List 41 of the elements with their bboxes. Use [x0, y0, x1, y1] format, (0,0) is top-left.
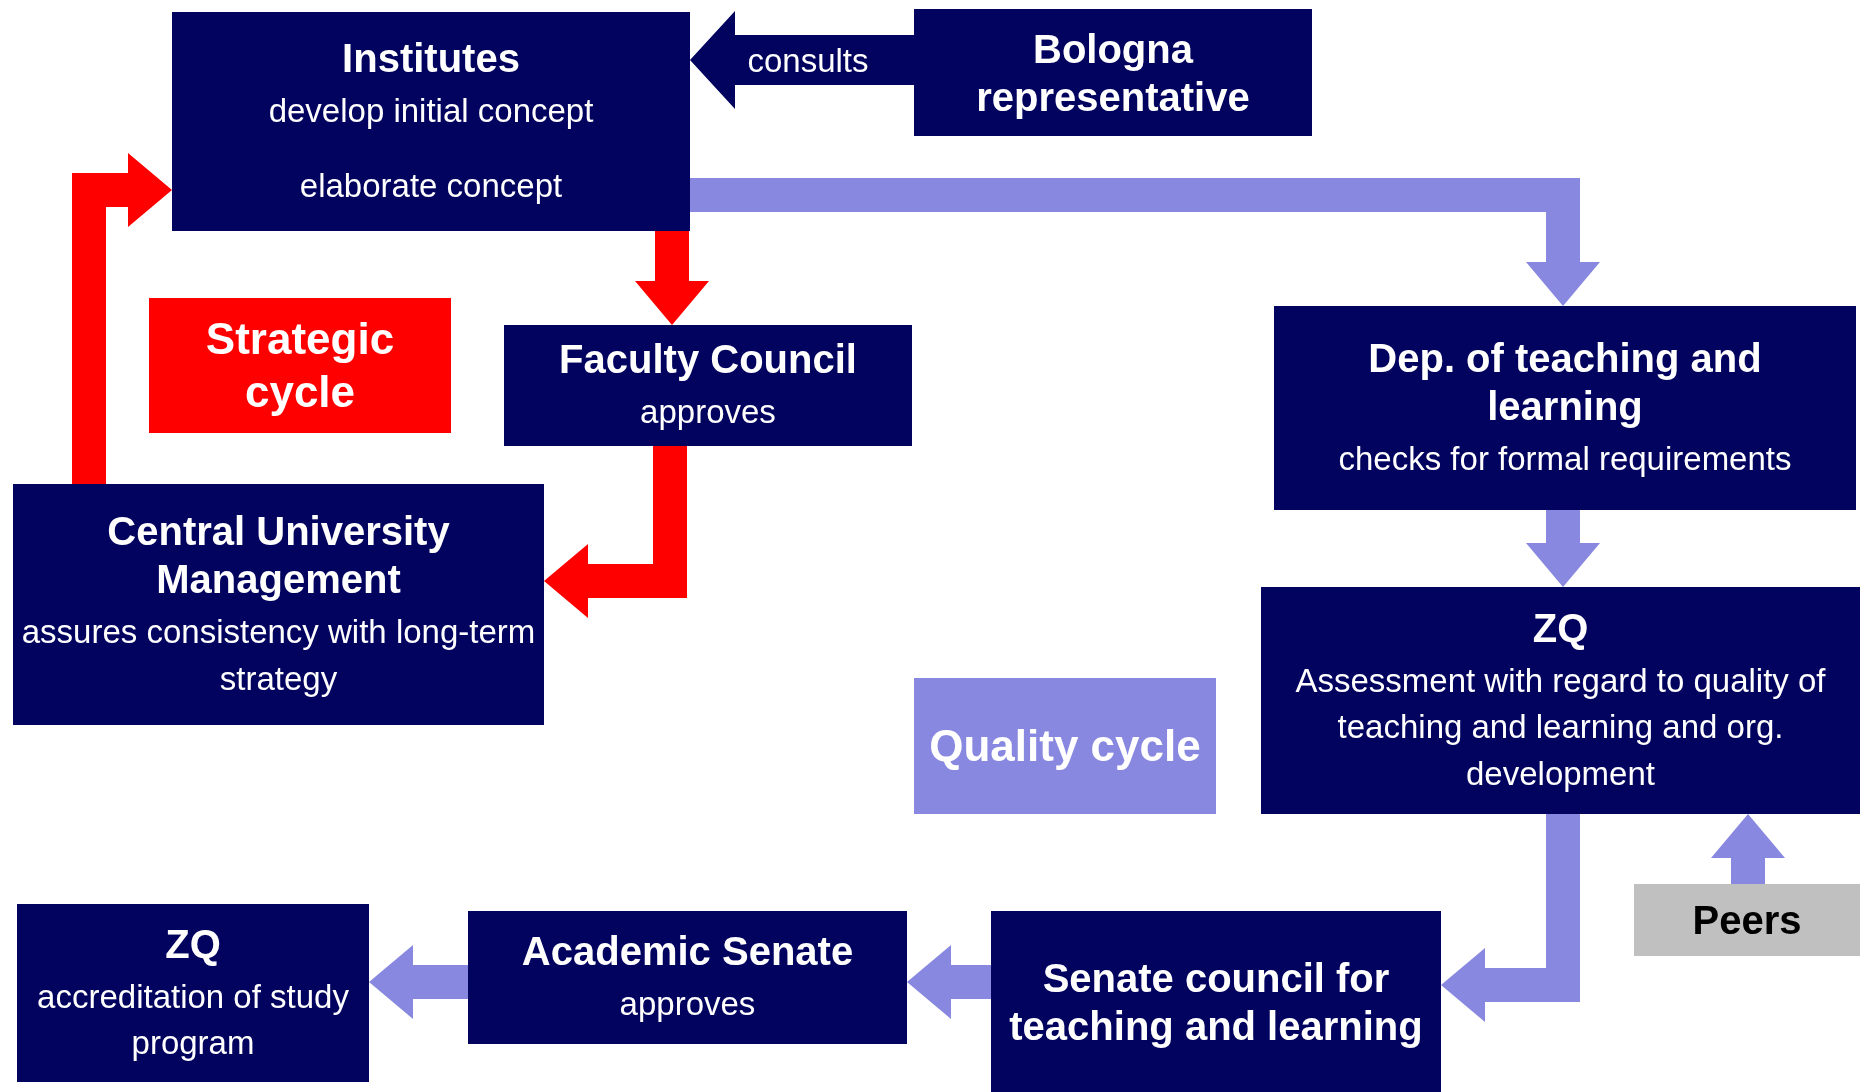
arrow	[635, 231, 709, 325]
process-box	[914, 678, 1216, 814]
process-box	[504, 325, 912, 446]
process-box	[1274, 306, 1856, 510]
box-title: Quality cycle	[929, 719, 1201, 772]
arrow	[907, 945, 991, 1019]
box-title: Central University Management	[106, 508, 451, 604]
box-text: elaborate concept	[299, 165, 563, 206]
arrow	[1711, 814, 1785, 884]
box-title: Strategic cycle	[204, 312, 396, 418]
arrow	[544, 446, 687, 618]
process-box	[991, 911, 1441, 1092]
box-title: Faculty Council	[559, 336, 857, 384]
box-text: assures consistency with long-term strategy	[21, 612, 536, 699]
box-text: develop initial concept	[268, 91, 594, 132]
process-box	[149, 298, 451, 433]
box-title: Institutes	[342, 35, 520, 83]
box-text: approves	[640, 392, 776, 433]
box-title: ZQ	[165, 920, 221, 968]
process-box	[17, 904, 369, 1082]
box-title: ZQ	[1532, 605, 1589, 653]
process-box	[468, 911, 907, 1044]
box-title: Senate council for teaching and learning	[1008, 954, 1424, 1050]
arrow	[1441, 814, 1580, 1022]
box-title: Dep. of teaching and learning	[1367, 334, 1763, 430]
process-box	[1634, 884, 1860, 956]
box-text: Assessment with regard to quality of teaching and learning and org. development	[1294, 661, 1827, 794]
box-text: checks for formal requirements	[1338, 438, 1792, 479]
arrow	[690, 178, 1600, 306]
process-box	[914, 9, 1312, 136]
process-box	[172, 12, 690, 231]
box-text: accreditation of study program	[36, 976, 350, 1063]
box-text: approves	[619, 984, 756, 1025]
arrow	[369, 945, 468, 1019]
arrow	[1526, 510, 1600, 587]
box-title: Bologna representative	[975, 25, 1251, 121]
box-title: Peers	[1692, 897, 1802, 944]
box-title: Academic Senate	[521, 928, 854, 976]
process-box	[1261, 587, 1860, 814]
process-box	[13, 484, 544, 725]
arrow	[72, 153, 172, 484]
